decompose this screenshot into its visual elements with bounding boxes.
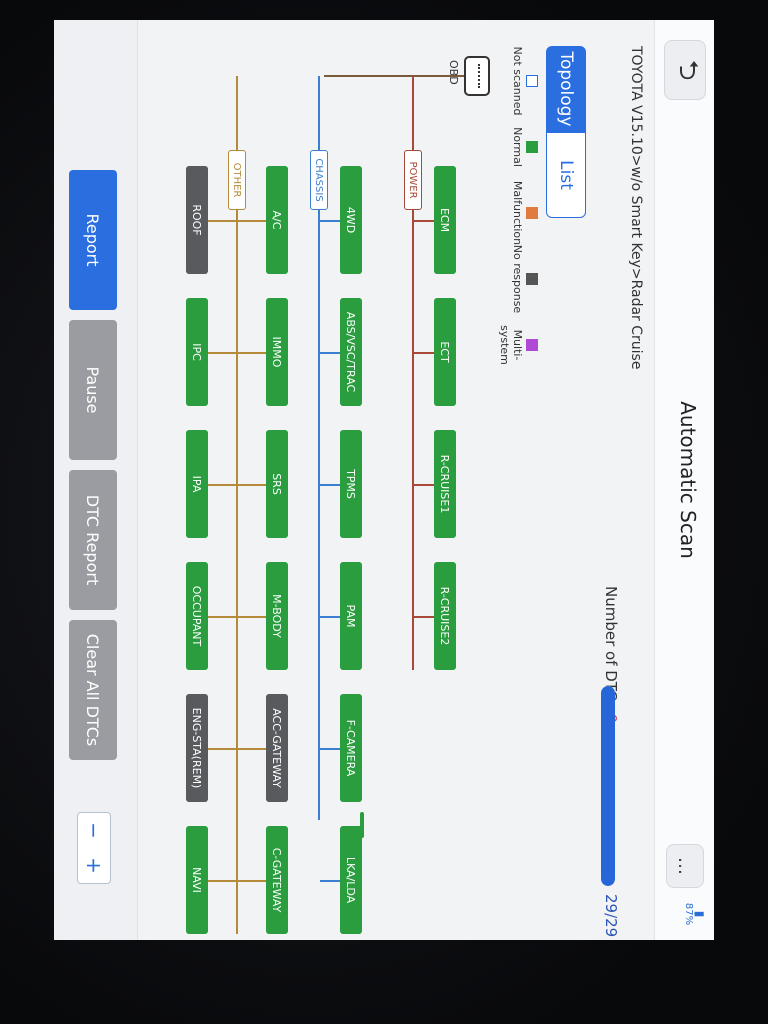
chat-button[interactable]: … xyxy=(666,844,704,888)
ecu-node[interactable]: R-CRUISE1 xyxy=(434,430,456,538)
connector-line xyxy=(320,748,340,750)
zoom-in-button[interactable]: + xyxy=(82,857,106,874)
ecu-node[interactable]: SRS xyxy=(266,430,288,538)
tab-topology[interactable]: Topology xyxy=(546,46,586,132)
ecu-node[interactable]: R-CRUISE2 xyxy=(434,562,456,670)
connector-line xyxy=(238,352,266,354)
legend-item: Malfunction xyxy=(511,178,538,248)
clear-all-dtcs-button[interactable]: Clear All DTCs xyxy=(69,620,117,760)
ecu-node[interactable]: F-CAMERA xyxy=(340,694,362,802)
connector-line xyxy=(208,220,236,222)
ecu-node-partial xyxy=(360,812,364,838)
connector-line xyxy=(238,616,266,618)
bus-label-power: POWER xyxy=(404,150,422,210)
connector-line xyxy=(208,484,236,486)
connector-line xyxy=(236,210,238,934)
battery-indicator: ▮87% xyxy=(682,896,707,932)
legend-swatch xyxy=(526,207,538,219)
connector-line xyxy=(412,76,414,160)
connector-line xyxy=(208,748,236,750)
ecu-node[interactable]: M-BODY xyxy=(266,562,288,670)
report-button[interactable]: Report xyxy=(69,170,117,310)
legend-item: Multi-system xyxy=(498,310,538,380)
dtc-status-row: Number of DTCs:0 29/29 xyxy=(596,46,620,937)
connector-line xyxy=(320,880,340,882)
connector-line xyxy=(238,748,266,750)
legend-item: Normal xyxy=(511,112,538,182)
automatic-scan-app: ⮌ Automatic Scan … ▮87% TOYOTA V15.10>w/… xyxy=(54,20,714,940)
scan-progress-bar xyxy=(601,686,615,886)
chat-icon: … xyxy=(674,857,696,875)
legend-item: No response xyxy=(511,244,538,314)
ecu-node[interactable]: ENG-STA(REM) xyxy=(186,694,208,802)
connector-line xyxy=(208,880,236,882)
tab-list[interactable]: List xyxy=(546,132,586,218)
connector-line xyxy=(320,220,340,222)
connector-line xyxy=(238,484,266,486)
ecu-node[interactable]: NAVI xyxy=(186,826,208,934)
scan-progress-fill xyxy=(601,686,615,886)
legend-swatch xyxy=(526,75,538,87)
zoom-control: − + xyxy=(77,812,111,884)
connector-line xyxy=(324,75,464,77)
ecu-node[interactable]: A/C xyxy=(266,166,288,274)
pause-button[interactable]: Pause xyxy=(69,320,117,460)
connector-line xyxy=(320,352,340,354)
legend-swatch xyxy=(526,141,538,153)
connector-line xyxy=(318,210,320,820)
footer-toolbar: Report Pause DTC Report Clear All DTCs −… xyxy=(54,20,138,940)
obd-connector-icon[interactable] xyxy=(464,56,490,96)
ecu-node[interactable]: TPMS xyxy=(340,430,362,538)
connector-line xyxy=(238,220,266,222)
connector-line xyxy=(412,210,414,670)
connector-line xyxy=(208,352,236,354)
battery-icon: ▮ xyxy=(693,910,707,918)
scan-progress-text: 29/29 xyxy=(602,894,620,938)
bus-label-other: OTHER xyxy=(228,150,246,210)
legend-item: Not scanned xyxy=(511,46,538,116)
connector-line xyxy=(414,220,434,222)
ecu-node[interactable]: C-GATEWAY xyxy=(266,826,288,934)
ecu-node[interactable]: ECM xyxy=(434,166,456,274)
connector-line xyxy=(318,76,320,160)
ecu-node[interactable]: LKA/LDA xyxy=(340,826,362,934)
connector-line xyxy=(414,352,434,354)
page-title: Automatic Scan xyxy=(676,401,700,559)
ecu-node[interactable]: IPA xyxy=(186,430,208,538)
breadcrumb: TOYOTA V15.10>w/o Smart Key>Radar Cruise xyxy=(628,46,644,370)
ecu-node[interactable]: IPC xyxy=(186,298,208,406)
legend-swatch xyxy=(526,273,538,285)
ecu-node[interactable]: 4WD xyxy=(340,166,362,274)
connector-line xyxy=(414,616,434,618)
ecu-node[interactable]: IMMO xyxy=(266,298,288,406)
dtc-report-button[interactable]: DTC Report xyxy=(69,470,117,610)
legend-swatch xyxy=(526,339,538,351)
ecu-node[interactable]: OCCUPANT xyxy=(186,562,208,670)
obd-label: OBD xyxy=(447,60,460,85)
ecu-node[interactable]: ROOF xyxy=(186,166,208,274)
ecu-node[interactable]: PAM xyxy=(340,562,362,670)
header: ⮌ Automatic Scan … ▮87% xyxy=(654,20,714,940)
bus-label-chassis: CHASSIS xyxy=(310,150,328,210)
connector-line xyxy=(236,76,238,160)
zoom-out-button[interactable]: − xyxy=(82,822,106,839)
ecu-node[interactable]: ECT xyxy=(434,298,456,406)
connector-line xyxy=(414,484,434,486)
ecu-node[interactable]: ACC-GATEWAY xyxy=(266,694,288,802)
connector-line xyxy=(238,880,266,882)
ecu-node[interactable]: ABS/VSC/TRAC xyxy=(340,298,362,406)
connector-line xyxy=(208,616,236,618)
connector-line xyxy=(320,484,340,486)
connector-line xyxy=(320,616,340,618)
